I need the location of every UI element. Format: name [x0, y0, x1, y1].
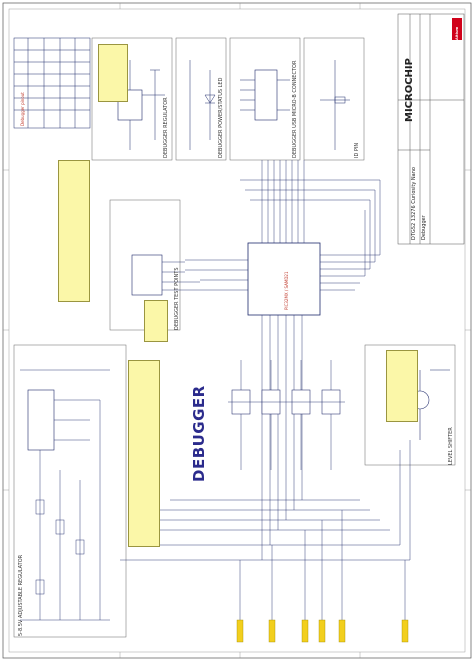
partner-logo-bg — [452, 18, 462, 40]
mcu-label: PIC32MX / SAMD21 — [284, 271, 289, 310]
output-routes — [120, 440, 411, 625]
note-box-dtr — [58, 160, 90, 302]
id-frame — [303, 37, 365, 161]
title-block — [397, 13, 465, 245]
adj-regulator-title: 5-8.5V ADJUSTABLE REGULATOR — [18, 554, 24, 636]
usb-connector-title: DEBUGGER USB MICRO-B CONNECTOR — [292, 60, 298, 158]
test-points-title: DEBUGGER TEST POINTS — [174, 267, 180, 331]
test-point-header — [131, 254, 163, 296]
id-wires — [320, 60, 350, 150]
led-wires — [189, 60, 216, 150]
debugger-regulator-title: DEBUGGER REGULATOR — [163, 97, 169, 158]
note-box-adj — [128, 360, 160, 547]
level-shifters — [231, 389, 341, 415]
usb-wires — [240, 79, 290, 111]
adj-reg-wires — [20, 369, 110, 621]
note-box-tp — [144, 300, 168, 342]
level-shifter-title: LEVEL SHIFTER — [448, 427, 454, 465]
shifter-wires — [228, 360, 345, 470]
pinout-table-label: Debugger pinout — [20, 92, 25, 126]
sheet-inner-border — [8, 8, 466, 653]
adj-regulator-ic — [27, 389, 55, 451]
debugger-mcu — [247, 242, 321, 316]
note-box-shift — [386, 350, 418, 422]
sheet-name: Debugger — [421, 215, 427, 240]
microchip-logo: MICROCHIP — [404, 58, 415, 122]
adj-reg-frame — [13, 344, 127, 638]
zone-ticks — [3, 3, 471, 658]
usb-frame — [229, 37, 301, 161]
id-pin-title: ID PIN — [354, 142, 360, 158]
connector-pins — [236, 619, 409, 643]
mcu-bus — [185, 160, 381, 560]
altium-logo: Altium — [455, 26, 459, 40]
sheet-title: DTGS2 13276 Curiosity Nano — [411, 167, 417, 240]
regulator-frame — [91, 37, 173, 161]
pinout-table — [13, 37, 91, 129]
usb-connector — [254, 69, 278, 121]
power-led-title: DEBUGGER POWER/STATUS LED — [218, 77, 224, 158]
led-frame — [175, 37, 227, 161]
note-box-reg — [98, 44, 128, 102]
debugger-big-label: DEBUGGER — [190, 385, 208, 482]
